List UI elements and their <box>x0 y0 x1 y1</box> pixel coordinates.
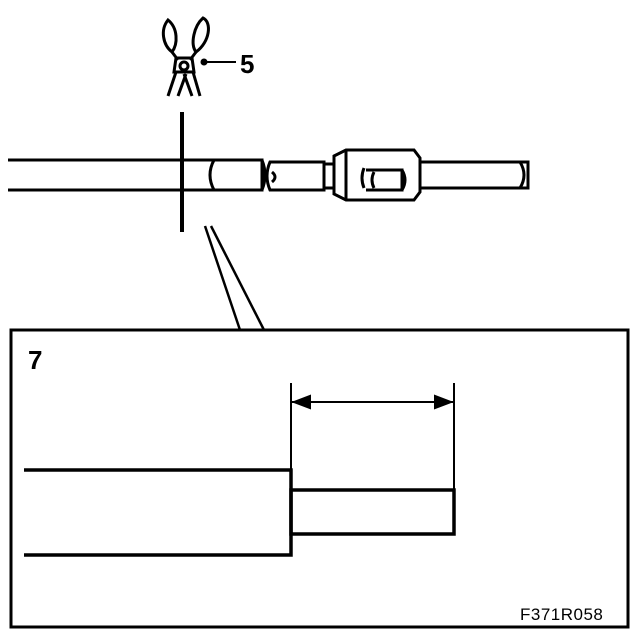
cable-assembly <box>8 148 530 202</box>
detail-cable-section <box>24 468 456 557</box>
detail-leader-lines <box>203 225 266 331</box>
callout-7-label: 7 <box>28 345 43 375</box>
callout-5-label: 5 <box>240 49 255 79</box>
figure-code: F371R058 <box>520 605 604 624</box>
side-cutter-pliers-icon <box>161 16 210 97</box>
strip-length-dimension <box>290 383 455 490</box>
callout-5-leader <box>200 58 236 66</box>
detail-frame <box>9 328 630 629</box>
